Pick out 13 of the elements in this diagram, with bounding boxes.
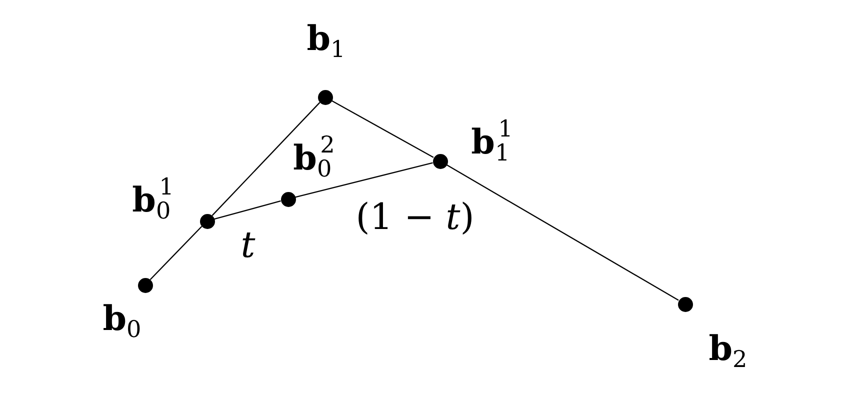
point-dot: [318, 90, 332, 104]
point-dot: [138, 278, 152, 292]
line-segment: [214, 200, 281, 220]
line-segment: [295, 162, 433, 198]
point-dot: [432, 154, 448, 168]
point-dot: [280, 192, 296, 206]
line-segment: [150, 226, 202, 280]
edge-label: (1 − t): [356, 200, 474, 236]
line-segment: [212, 102, 320, 216]
point-dot: [678, 296, 692, 312]
point-dot: [200, 214, 214, 228]
line-segment: [331, 100, 434, 158]
line-segment: [446, 164, 679, 301]
